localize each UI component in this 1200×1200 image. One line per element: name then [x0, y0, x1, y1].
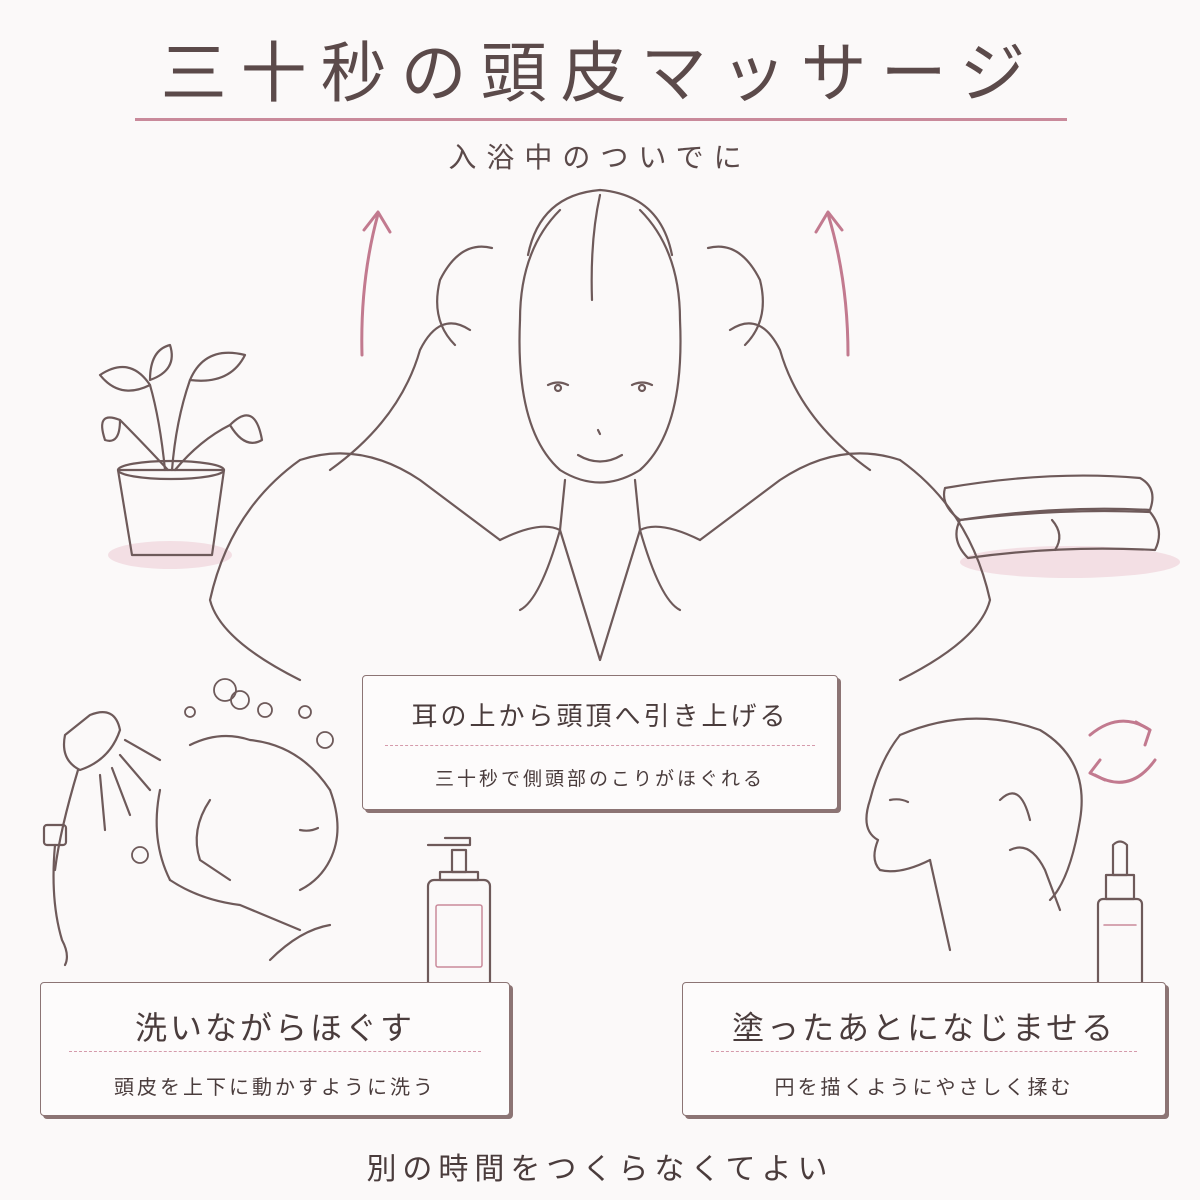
- step-heading: 洗いながらほぐす: [134, 1009, 415, 1047]
- step-card-wash: 洗いながらほぐす 頭皮を上下に動かすように洗う: [40, 982, 510, 1116]
- step-heading: 塗ったあとになじませる: [731, 1009, 1117, 1047]
- plant-icon: [98, 343, 264, 557]
- towel-icon: [942, 474, 1161, 560]
- footer-note: 別の時間をつくらなくてよい: [366, 1152, 834, 1187]
- shower-head-icon: [42, 711, 162, 967]
- dashed-divider: [385, 745, 815, 746]
- up-arrow-icon: [360, 210, 392, 357]
- woman-applying-figure: [865, 717, 1083, 952]
- step-detail: 円を描くようにやさしく揉む: [774, 1075, 1074, 1099]
- rotate-arrows-icon: [1088, 719, 1157, 784]
- bubbles: [131, 678, 334, 864]
- step-card-apply: 塗ったあとになじませる 円を描くようにやさしく揉む: [682, 982, 1166, 1116]
- up-arrow-icon: [814, 210, 850, 357]
- woman-washing-figure: [155, 734, 339, 962]
- towel-shadow: [960, 546, 1180, 578]
- woman-central-figure: [208, 188, 992, 682]
- pump-bottle-icon: [426, 836, 492, 997]
- page-title: 三十秒の頭皮マッサージ: [160, 35, 1040, 112]
- step-heading: 耳の上から頭頂へ引き上げる: [411, 702, 789, 732]
- page-subtitle: 入浴中のついでに: [448, 141, 752, 174]
- title-divider: [135, 118, 1067, 121]
- step-detail: 三十秒で側頭部のこりがほぐれる: [434, 768, 765, 790]
- dropper-bottle-icon: [1096, 840, 1144, 997]
- dashed-divider: [69, 1051, 481, 1052]
- dashed-divider: [711, 1051, 1137, 1052]
- step-detail: 頭皮を上下に動かすように洗う: [114, 1075, 436, 1099]
- step-card-lift: 耳の上から頭頂へ引き上げる 三十秒で側頭部のこりがほぐれる: [362, 675, 838, 810]
